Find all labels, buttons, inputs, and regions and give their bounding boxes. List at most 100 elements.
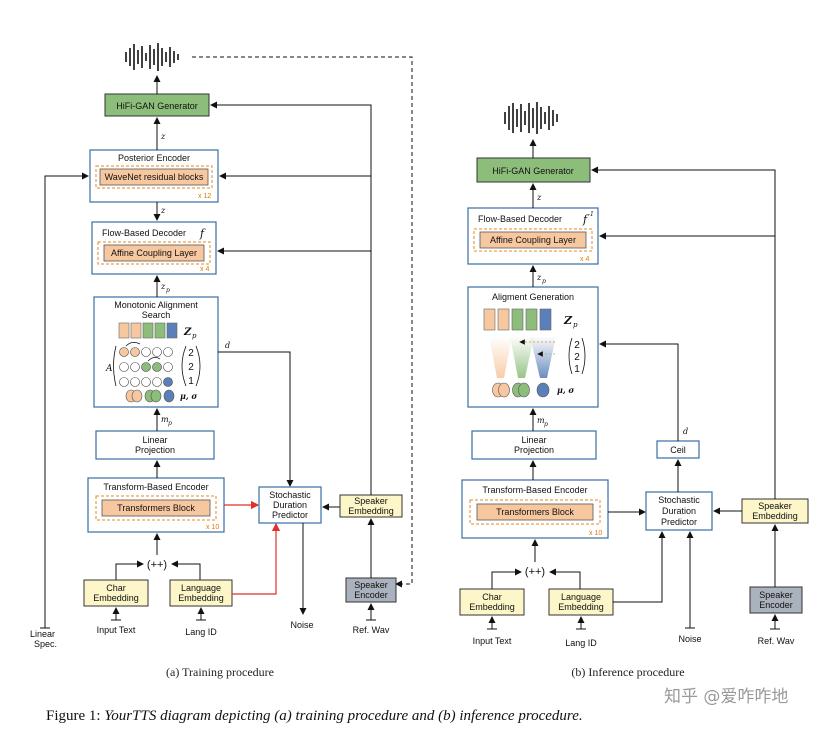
- dashed-reference-line: [192, 56, 413, 588]
- char-embedding-label: Char: [106, 583, 126, 593]
- figure-caption-text: YourTTS diagram depicting (a) training p…: [104, 708, 582, 724]
- hifigan-generator: HiFi-GAN Generator: [104, 93, 210, 117]
- lang-id-label: Lang ID: [185, 627, 217, 637]
- speaker-encoder: Speaker Encoder: [345, 577, 397, 603]
- language-embedding-label-inf: Language: [561, 592, 601, 602]
- zp-arrow-sub: p: [166, 287, 170, 294]
- transformers-multiplier-inf: x 10: [589, 530, 602, 537]
- sdp-label-inf: Stochastic: [658, 495, 700, 505]
- mu-sigma-label-inf: μ, σ: [557, 385, 574, 395]
- noise-label: Noise: [290, 620, 313, 630]
- flow-based-decoder-inf: Flow-Based Decoder f -1 Affine Coupling …: [467, 207, 599, 265]
- figure-caption-prefix: Figure 1:: [46, 708, 104, 724]
- language-embedding-label-inf-2: Embedding: [558, 602, 604, 612]
- linear-projection: Linear Projection: [95, 430, 215, 460]
- ceil-label: Ceil: [670, 445, 686, 455]
- a-matrix-label: A: [105, 364, 113, 374]
- affine-label-inf: Affine Coupling Layer: [490, 235, 576, 245]
- concat-operator: (++): [147, 559, 167, 571]
- speaker-embedding-label-inf: Speaker: [758, 501, 792, 511]
- duration-1-inf: 2: [574, 340, 580, 351]
- waveform-icon-2: [504, 102, 558, 134]
- posterior-encoder: Posterior Encoder WaveNet residual block…: [89, 149, 219, 203]
- concat-operator-inf: (++): [525, 566, 545, 578]
- zp-arrow-label: z: [160, 282, 166, 291]
- affine-multiplier: x 4: [200, 266, 209, 273]
- linear-spec-label-2: Spec.: [34, 639, 57, 649]
- zp-arrow-label-inf: z: [536, 273, 542, 282]
- language-embedding: Language Embedding: [169, 579, 233, 607]
- linear-projection-label-2: Projection: [135, 445, 175, 455]
- duration-2-inf: 2: [574, 352, 580, 363]
- input-text-label-inf: Input Text: [473, 636, 512, 646]
- transform-based-encoder-inf: Transform-Based Encoder Transformers Blo…: [461, 479, 609, 539]
- mp-sub: p: [168, 420, 172, 427]
- posterior-encoder-label: Posterior Encoder: [118, 153, 190, 163]
- duration-2: 2: [188, 362, 194, 373]
- sdp-label-inf-2: Duration: [662, 506, 696, 516]
- char-embedding-inf: Char Embedding: [459, 588, 525, 616]
- inference-caption: (b) Inference procedure: [571, 665, 684, 679]
- linear-projection-inf: Linear Projection: [471, 430, 597, 460]
- char-embedding: Char Embedding: [83, 579, 149, 607]
- zp-sub-inf: p: [573, 321, 578, 329]
- char-embedding-label-2: Embedding: [93, 593, 139, 603]
- transformers-block-label: Transformers Block: [117, 503, 195, 513]
- stochastic-duration-predictor: Stochastic Duration Predictor: [258, 486, 322, 524]
- flow-f-label: f: [199, 227, 206, 240]
- zp-arrow-sub-inf: p: [542, 278, 546, 285]
- linear-spec-label: Linear: [30, 629, 55, 639]
- duration-3: 1: [188, 376, 194, 387]
- mu-sigma-label: μ, σ: [180, 391, 197, 401]
- inference-panel: HiFi-GAN Generator Flow-Based Decoder f …: [459, 102, 809, 679]
- ref-wav-label: Ref. Wav: [353, 625, 390, 635]
- transform-based-encoder: Transform-Based Encoder Transformers Blo…: [87, 477, 225, 533]
- zp-label-inf: Z: [563, 314, 573, 327]
- mp-label-inf: m: [537, 416, 545, 425]
- ceil: Ceil: [656, 440, 700, 459]
- flow-based-decoder: Flow-Based Decoder f Affine Coupling Lay…: [91, 221, 217, 275]
- z-label-2: z: [160, 206, 166, 215]
- char-embedding-label-inf-2: Embedding: [469, 602, 515, 612]
- speaker-encoder-label-inf: Speaker: [759, 590, 793, 600]
- transformers-block-label-inf: Transformers Block: [496, 507, 574, 517]
- d-label-inf: d: [683, 427, 688, 436]
- speaker-embedding-inf: Speaker Embedding: [741, 498, 809, 524]
- z-label-inf: z: [536, 193, 542, 202]
- duration-1: 2: [188, 348, 194, 359]
- monotonic-alignment-search: Monotonic Alignment Search Z p A: [93, 296, 219, 408]
- training-panel: HiFi-GAN Generator Posterior Encoder Wav…: [30, 43, 413, 679]
- flow-decoder-label-inf: Flow-Based Decoder: [478, 214, 562, 224]
- alignment-generation-label: Aligment Generation: [492, 292, 574, 302]
- noise-label-inf: Noise: [678, 634, 701, 644]
- sdp-label-2: Duration: [273, 500, 307, 510]
- speaker-encoder-label: Speaker: [354, 580, 388, 590]
- language-embedding-label-2: Embedding: [178, 593, 224, 603]
- affine-multiplier-inf: x 4: [580, 256, 589, 263]
- zp-label: Z: [183, 327, 192, 338]
- wavenet-blocks-label: WaveNet residual blocks: [105, 172, 204, 182]
- hifigan-label-inf: HiFi-GAN Generator: [492, 166, 574, 176]
- linear-projection-label-inf-2: Projection: [514, 445, 554, 455]
- linear-projection-label-inf: Linear: [521, 435, 546, 445]
- watermark: 知乎 @爱咋咋地: [664, 687, 788, 707]
- ref-wav-label-inf: Ref. Wav: [758, 636, 795, 646]
- flow-f-label-inf: f: [582, 213, 589, 226]
- waveform-icon: [125, 43, 179, 71]
- figure-caption: Figure 1: YourTTS diagram depicting (a) …: [46, 708, 583, 724]
- z-label: z: [160, 132, 166, 141]
- alignment-generation: Aligment Generation Z p 2 2 1 μ, σ: [467, 286, 599, 408]
- mp-sub-inf: p: [544, 421, 548, 428]
- speaker-embedding: Speaker Embedding: [339, 494, 403, 518]
- speaker-embedding-label-inf-2: Embedding: [752, 511, 798, 521]
- transformers-multiplier: x 10: [206, 524, 219, 531]
- flow-sup-label: -1: [588, 211, 594, 218]
- speaker-encoder-label-2: Encoder: [354, 590, 388, 600]
- stochastic-duration-predictor-inf: Stochastic Duration Predictor: [645, 491, 713, 531]
- mas-label-2: Search: [142, 310, 171, 320]
- char-embedding-label-inf: Char: [482, 592, 502, 602]
- language-embedding-inf: Language Embedding: [548, 588, 614, 616]
- alignment-matrix: [119, 347, 173, 387]
- sdp-label: Stochastic: [269, 490, 311, 500]
